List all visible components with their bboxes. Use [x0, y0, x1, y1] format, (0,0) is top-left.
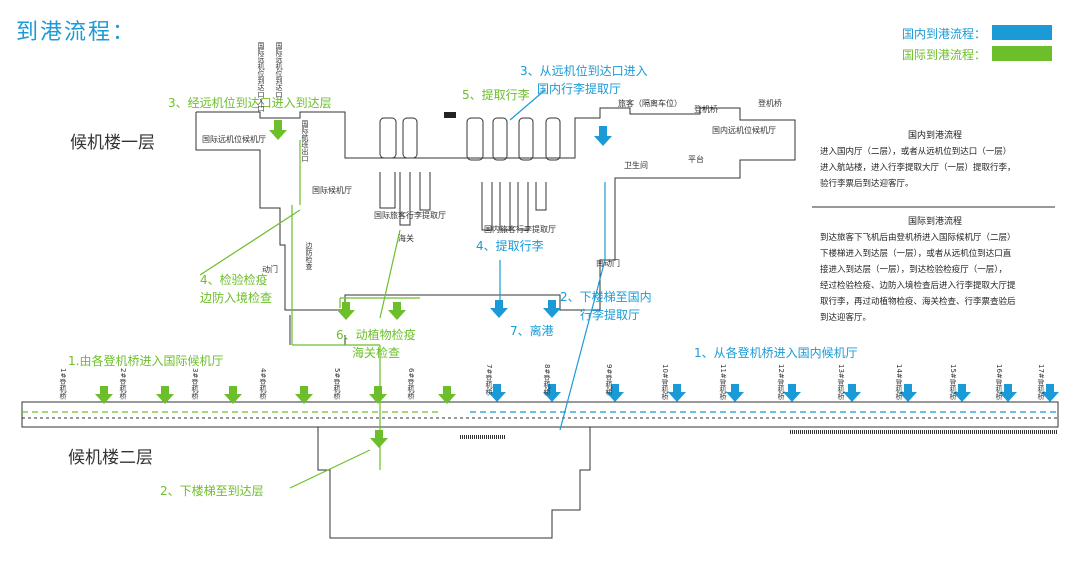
intl-step-6a: 6、动植物检疫 — [336, 328, 416, 342]
intl-step-3: 3、经远机位到达口进入到达层 — [168, 96, 332, 110]
gate-label-11: 11#登机桥 — [719, 364, 727, 400]
note-intl-line: 下楼梯进入到达层（一层），或者从远机位到达口直 — [820, 249, 1012, 259]
room-platform: 平台 — [688, 155, 704, 164]
dom-step-2b: 行李提取厅 — [580, 308, 641, 322]
intl-step-2: 2、下楼梯至到达层 — [160, 484, 264, 498]
intl-step-1: 1.由各登机桥进入国际候机厅 — [68, 354, 224, 368]
room-boarding-bridge-1: 登机桥 — [694, 105, 718, 114]
room-south-gate: 南动门 — [596, 259, 620, 268]
note-intl-body: 到达旅客下飞机后由登机桥进入国际候机厅（二层） 下楼梯进入到达层（一层），或者从… — [820, 230, 1060, 326]
gate-label-17: 17#登机桥 — [1037, 364, 1045, 400]
gate-label-4: 4#登机桥 — [259, 368, 267, 400]
gate-label-14: 14#登机桥 — [895, 364, 903, 400]
gate-label-10: 10#登机桥 — [661, 364, 669, 400]
gate-label-8: 8#登机桥 — [543, 364, 551, 396]
room-boarding-bridge-2: 登机桥 — [758, 99, 782, 108]
room-dom-parking: 旅客（隔离车位） — [618, 99, 682, 108]
intl-step-4b: 边防入境检查 — [200, 291, 273, 305]
dom-step-2a: 2、下楼梯至国内 — [560, 290, 652, 304]
gate-label-7: 7#登机桥 — [485, 364, 493, 396]
page-title: 到港流程： — [16, 20, 137, 45]
intl-step-6b: 海关检查 — [352, 346, 401, 360]
note-intl-title: 国际到港流程 — [907, 217, 962, 227]
floor-label-first: 候机楼一层 — [70, 133, 155, 153]
note-intl-line: 经过检验检疫、边防入境检查后进入行李提取大厅提 — [820, 281, 1016, 291]
gate-label-9: 9#登机桥 — [605, 364, 613, 396]
intl-step-4a: 4、检验检疫 — [200, 273, 268, 287]
room-vertical-1: 国际远机位到达口入口 — [257, 42, 265, 112]
gate-label-16: 16#登机桥 — [995, 364, 1003, 400]
note-domestic-line: 验行李票后到达迎客厅。 — [820, 179, 914, 189]
dom-step-1: 1、从各登机桥进入国内候机厅 — [694, 346, 858, 360]
intl-step-5: 5、提取行李 — [462, 88, 530, 102]
note-domestic-line: 进入航站楼，进入行李提取大厅（一层）提取行李， — [820, 163, 1016, 173]
legend-domestic-label: 国内到港流程： — [902, 27, 987, 41]
gate-label-2: 2#登机桥 — [119, 368, 127, 400]
legend-intl-swatch — [992, 46, 1052, 61]
dom-step-7: 7、离港 — [510, 324, 554, 338]
room-vertical-4: 边防检查 — [305, 242, 313, 270]
gate-label-5: 5#登机桥 — [333, 368, 341, 400]
legend-intl-label: 国际到港流程： — [902, 48, 987, 62]
note-intl-line: 取行李，再过动植物检疫、海关检查、行李票查验后 — [820, 297, 1016, 307]
room-intl-arrival-hall: 国际候机厅 — [312, 186, 352, 195]
floor-label-second: 候机楼二层 — [68, 448, 153, 468]
dom-step-4: 4、提取行李 — [476, 239, 544, 253]
gate-label-6: 6#登机桥 — [407, 368, 415, 400]
gate-label-1: 1#登机桥 — [59, 368, 67, 400]
room-intl-baggage-hall: 国际旅客行李提取厅 — [374, 211, 446, 220]
gate-label-15: 15#登机桥 — [949, 364, 957, 400]
gate-label-12: 12#登机桥 — [777, 364, 785, 400]
note-domestic-line: 进入国内厅（二层），或者从远机位到达口（一层） — [820, 147, 1012, 157]
legend-domestic-swatch — [992, 25, 1052, 40]
room-customs: 海关 — [398, 234, 414, 243]
room-dom-baggage-hall: 国内旅客行李提取厅 — [484, 225, 556, 234]
room-dom-remote-hall: 国内远机位候机厅 — [712, 126, 776, 135]
note-intl-line: 到达旅客下飞机后由登机桥进入国际候机厅（二层） — [820, 233, 1016, 243]
room-vertical-3: 国际航班出口 — [301, 120, 309, 162]
note-intl-line: 到达迎客厅。 — [820, 313, 872, 323]
dom-step-3a: 3、从远机位到达口进入 — [520, 64, 648, 78]
room-toilet: 卫生间 — [624, 161, 648, 170]
note-intl-line: 接进入到达层（一层），到达检验检疫厅（一层）， — [820, 265, 1008, 275]
dom-step-3b: 国内行李提取厅 — [537, 82, 622, 96]
room-vertical-2: 国际远机位到达口 — [275, 42, 283, 98]
gate-label-3: 3#登机桥 — [191, 368, 199, 400]
note-domestic-body: 进入国内厅（二层），或者从远机位到达口（一层） 进入航站楼，进入行李提取大厅（一… — [820, 144, 1060, 192]
room-west-gate: 动门 — [262, 265, 278, 274]
room-intl-remote-hall: 国际远机位候机厅 — [202, 135, 266, 144]
note-domestic-title: 国内到港流程 — [907, 131, 962, 141]
gate-label-13: 13#登机桥 — [837, 364, 845, 400]
